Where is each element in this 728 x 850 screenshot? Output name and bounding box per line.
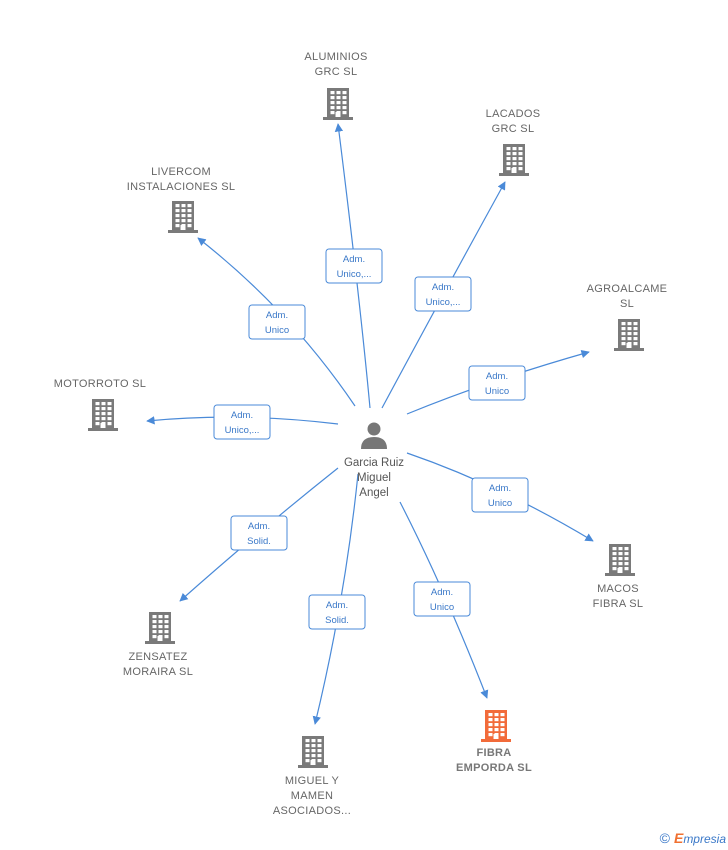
company-name-lacados[interactable]: GRC SL <box>492 123 535 135</box>
company-name-macos[interactable]: MACOS <box>597 583 639 595</box>
building-icon-lacados[interactable] <box>499 144 529 176</box>
brand-logo[interactable]: Empresia <box>674 830 726 846</box>
brand-footer: © Empresia <box>660 830 726 846</box>
person-name[interactable]: Angel <box>359 487 388 499</box>
company-name-miguel[interactable]: MIGUEL Y <box>285 775 340 787</box>
company-name-zensatez[interactable]: MORAIRA SL <box>123 666 193 678</box>
brand-initial: E <box>673 830 684 846</box>
role-badge-miguel[interactable]: Adm. Solid. <box>308 594 366 630</box>
company-name-motorroto[interactable]: MOTORROTO SL <box>54 378 146 390</box>
building-icon-fibra[interactable] <box>481 710 511 742</box>
role-text: Adm. <box>486 371 508 382</box>
role-badge-livercom[interactable]: Adm. Unico <box>248 304 306 340</box>
role-badge-agroalcame[interactable]: Adm. Unico <box>468 365 526 401</box>
role-text: Unico,... <box>225 425 260 436</box>
role-text: Adm. <box>343 254 365 265</box>
building-icon-macos[interactable] <box>605 544 635 576</box>
role-text: Adm. <box>489 483 511 494</box>
company-name-zensatez[interactable]: ZENSATEZ <box>128 651 187 663</box>
role-text: Solid. <box>325 615 349 626</box>
role-text: Unico <box>430 602 454 613</box>
company-name-livercom[interactable]: INSTALACIONES SL <box>127 181 236 193</box>
role-text: Unico,... <box>337 269 372 280</box>
building-icon-aluminios[interactable] <box>323 88 353 120</box>
role-text: Unico <box>488 498 512 509</box>
role-text: Adm. <box>326 600 348 611</box>
role-badge-aluminios[interactable]: Adm. Unico,... <box>325 248 383 284</box>
role-text: Unico <box>485 386 509 397</box>
role-badge-macos[interactable]: Adm. Unico <box>471 477 529 513</box>
role-text: Adm. <box>248 521 270 532</box>
company-name-aluminios[interactable]: ALUMINIOS <box>304 51 367 63</box>
company-name-fibra[interactable]: EMPORDA SL <box>456 762 532 774</box>
role-text: Unico,... <box>426 297 461 308</box>
company-name-livercom[interactable]: LIVERCOM <box>151 166 211 178</box>
role-badge-lacados[interactable]: Adm. Unico,... <box>414 276 472 312</box>
role-text: Unico <box>265 325 289 336</box>
company-name-aluminios[interactable]: GRC SL <box>315 66 358 78</box>
role-text: Adm. <box>432 282 454 293</box>
company-name-fibra[interactable]: FIBRA <box>476 747 511 759</box>
building-icon-miguel[interactable] <box>298 736 328 768</box>
role-text: Adm. <box>231 410 253 421</box>
company-name-macos[interactable]: FIBRA SL <box>593 598 644 610</box>
person-name[interactable]: Miguel <box>357 472 391 484</box>
role-badge-motorroto[interactable]: Adm. Unico,... <box>213 404 271 440</box>
person-icon[interactable] <box>361 422 387 450</box>
company-name-agroalcame[interactable]: SL <box>620 298 634 310</box>
building-icon-zensatez[interactable] <box>145 612 175 644</box>
role-text: Adm. <box>431 587 453 598</box>
company-name-miguel[interactable]: MAMEN <box>291 790 333 802</box>
role-badge-fibra[interactable]: Adm. Unico <box>413 581 471 617</box>
role-text: Solid. <box>247 536 271 547</box>
brand-name: mpresia <box>683 832 726 846</box>
company-name-agroalcame[interactable]: AGROALCAME <box>587 283 668 295</box>
copyright-icon: © <box>659 830 670 846</box>
building-icon-agroalcame[interactable] <box>614 319 644 351</box>
company-name-miguel[interactable]: ASOCIADOS... <box>273 805 351 817</box>
building-icon-motorroto[interactable] <box>88 399 118 431</box>
role-text: Adm. <box>266 310 288 321</box>
role-badge-zensatez[interactable]: Adm. Solid. <box>230 515 288 551</box>
person-name[interactable]: Garcia Ruiz <box>344 457 404 469</box>
company-name-lacados[interactable]: LACADOS <box>486 108 541 120</box>
building-icon-livercom[interactable] <box>168 201 198 233</box>
